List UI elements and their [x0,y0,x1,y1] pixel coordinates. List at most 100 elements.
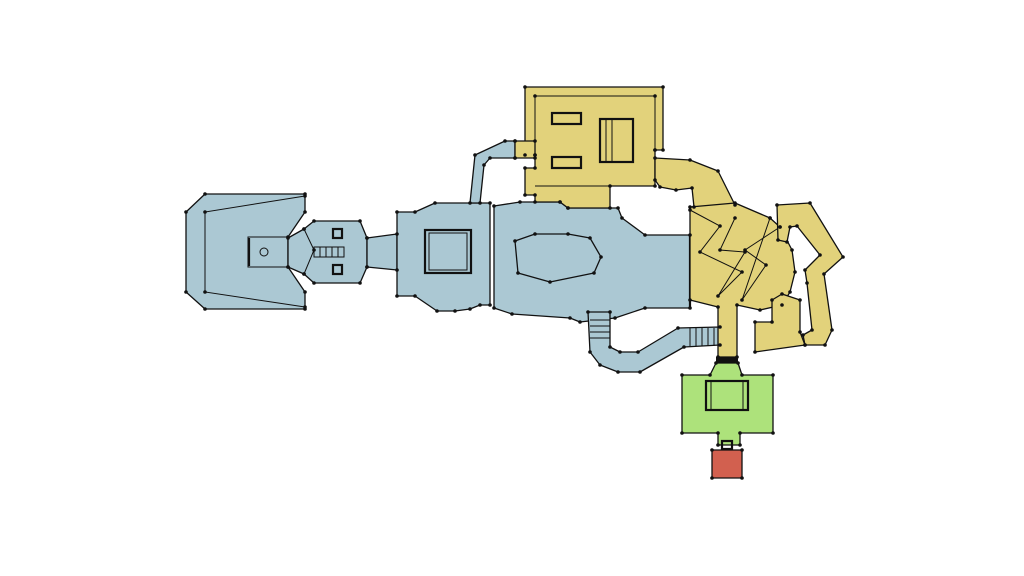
west-room-inner-edge [204,195,306,308]
vertex-dot [818,253,822,257]
vertex-dot [688,298,692,302]
central-platform-inner [428,232,468,271]
vertex-dot [653,184,657,188]
vertex-dot [643,306,647,310]
vertex-dot [738,443,742,447]
vertex-dot [302,272,306,276]
vertex-dot [780,292,784,296]
vertex-dot [841,255,845,259]
vertex-dot [778,225,782,229]
vertex-dot [453,309,457,313]
green-area [681,357,774,446]
vertex-dot [680,431,684,435]
stair-room [287,220,368,284]
vertex-dot [740,298,744,302]
vertex-dot [312,248,316,252]
vertex-dot [503,139,507,143]
vertex-dots [184,85,845,480]
vertex-dot [468,201,472,205]
vertex-dot [592,271,596,275]
pillar [331,263,344,276]
vertex-dot [533,139,537,143]
north-pipe [469,140,516,204]
north-pillar [550,111,583,126]
south-room [681,362,774,446]
central-room [396,202,491,312]
vertex-dot [395,294,399,298]
south-platform [704,379,750,412]
vertex-dot [771,373,775,377]
vertex-dot [733,216,737,220]
vertex-dot [184,290,188,294]
vertex-dot [653,94,657,98]
vertex-dot [716,305,720,309]
vertex-dot [740,373,744,377]
vertex-dot [566,232,570,236]
hall-pit [514,233,602,283]
vertex-dot [478,303,482,307]
vertex-dot [566,206,570,210]
vertex-dot [798,330,802,334]
vertex-dot [513,139,517,143]
vertex-dot [736,361,740,365]
vertex-dot [653,148,657,152]
central-platform [423,228,473,275]
vertex-dot [523,193,527,197]
vertex-dot [676,326,680,330]
vertex-dot [771,431,775,435]
vertex-dot [413,210,417,214]
vertex-dot [798,298,802,302]
vertex-dot [788,225,792,229]
vertex-dot [714,361,718,365]
vertex-dot [810,328,814,332]
vertex-dot [478,201,482,205]
vertex-dot [616,370,620,374]
vertex-dot [822,272,826,276]
vertex-dot [803,343,807,347]
vertex-dot [795,224,799,228]
vertex-dot [488,303,492,307]
vertex-dot [688,233,692,237]
vertex-dot [636,350,640,354]
vertex-dot [718,325,722,329]
vertex-dot [790,248,794,252]
vertex-dot [302,227,306,231]
vertex-dot [733,201,737,205]
vertex-dot [661,85,665,89]
vertex-dot [735,303,739,307]
vertex-dot [688,208,692,212]
vertex-dot [608,184,612,188]
vertex-dot [620,216,624,220]
vertex-dot [770,298,774,302]
north-pillar [550,155,583,170]
vertex-dot [692,205,696,209]
vertex-dot [184,210,188,214]
vertex-dot [413,294,417,298]
vertex-dot [548,280,552,284]
vertex-dot [801,333,805,337]
vertex-dot [492,306,496,310]
vertex-dot [588,236,592,240]
vertex-dot [688,205,692,209]
vertex-dot [805,281,809,285]
vertex-dot [638,370,642,374]
vertex-dot [395,268,399,272]
vertex-dot [488,156,492,160]
vertex-dot [516,271,520,275]
vertex-dot [473,153,477,157]
vertex-dot [718,248,722,252]
vertex-dot [203,210,207,214]
vertex-dot [358,219,362,223]
vertex-dot [785,240,789,244]
vertex-dot [793,270,797,274]
vertex-dot [740,476,744,480]
vertex-dot [203,192,207,196]
vertex-dot [788,290,792,294]
vertex-dot [303,194,307,198]
vertex-dot [608,310,612,314]
vertex-dot [203,290,207,294]
vertex-dot [716,355,720,359]
vertex-dot [710,476,714,480]
vertex-dot [312,281,316,285]
south-corridor [587,311,721,373]
